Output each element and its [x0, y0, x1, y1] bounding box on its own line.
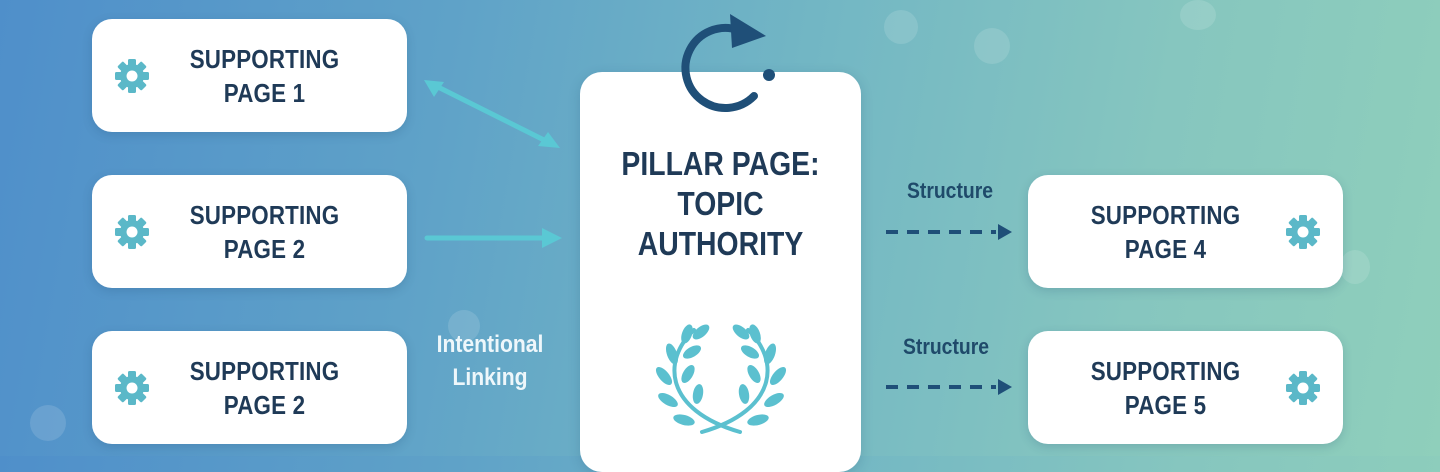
dashed-arrow-right-icon — [886, 379, 1012, 395]
bokeh-decoration — [30, 405, 66, 441]
pillar-title-line2: TOPIC — [677, 185, 764, 222]
structure-label-2: Structure — [902, 334, 990, 359]
supporting-page-card-2: SUPPORTING PAGE 2 — [92, 175, 407, 288]
supporting-page-card-1: SUPPORTING PAGE 1 — [92, 19, 407, 132]
card-label: SUPPORTING PAGE 2 — [168, 354, 362, 422]
supporting-page-card-5: SUPPORTING PAGE 5 — [1028, 331, 1343, 444]
card-label-line1: SUPPORTING — [189, 199, 340, 230]
supporting-page-card-3: SUPPORTING PAGE 2 — [92, 331, 407, 444]
card-label-line1: SUPPORTING — [1090, 199, 1241, 230]
bidirectional-arrow-icon — [424, 80, 560, 148]
dashed-arrow-right-icon — [886, 224, 1012, 240]
gear-icon — [115, 370, 149, 405]
annotation-line1: Intentional — [436, 331, 544, 358]
card-label-line2: PAGE 1 — [223, 77, 306, 108]
gear-icon — [1286, 214, 1320, 249]
card-label: SUPPORTING PAGE 5 — [1064, 354, 1266, 422]
pillar-page-card: PILLAR PAGE: TOPIC AUTHORITY — [580, 72, 861, 472]
gear-icon — [115, 58, 149, 93]
arrow-right-icon — [424, 228, 562, 248]
pillar-title-line1: PILLAR PAGE: — [621, 145, 820, 182]
card-label-line2: PAGE 5 — [1124, 389, 1207, 420]
card-label-line1: SUPPORTING — [189, 43, 340, 74]
gear-icon — [1286, 370, 1320, 405]
annotation-line2: Linking — [452, 364, 528, 391]
bokeh-decoration — [1180, 0, 1216, 30]
card-label: SUPPORTING PAGE 4 — [1064, 198, 1266, 266]
bokeh-decoration — [884, 10, 918, 44]
pillar-title-line3: AUTHORITY — [637, 225, 804, 262]
bokeh-decoration — [974, 28, 1010, 64]
gear-icon — [115, 214, 149, 249]
structure-label-1: Structure — [906, 178, 994, 203]
card-label-line1: SUPPORTING — [1090, 355, 1241, 386]
card-label-line2: PAGE 4 — [1124, 233, 1207, 264]
card-label-line2: PAGE 2 — [223, 389, 306, 420]
card-label-line1: SUPPORTING — [189, 355, 340, 386]
supporting-page-card-4: SUPPORTING PAGE 4 — [1028, 175, 1343, 288]
bokeh-decoration — [448, 310, 480, 342]
card-label: SUPPORTING PAGE 1 — [168, 42, 362, 110]
refresh-cycle-icon — [681, 14, 775, 112]
card-label-line2: PAGE 2 — [223, 233, 306, 264]
card-label: SUPPORTING PAGE 2 — [168, 198, 362, 266]
laurel-wreath-icon — [655, 324, 787, 434]
intentional-linking-label: Intentional Linking — [428, 328, 551, 394]
pillar-title: PILLAR PAGE: TOPIC AUTHORITY — [600, 144, 842, 264]
bokeh-decoration — [1340, 250, 1370, 284]
